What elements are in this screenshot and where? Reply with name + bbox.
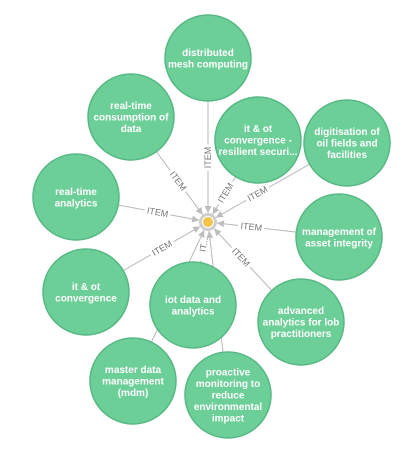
node-circle[interactable] — [32, 153, 120, 241]
node-label-line: it & ot — [72, 282, 101, 293]
arrowhead-icon — [216, 220, 225, 228]
node-circle[interactable] — [214, 96, 302, 184]
hub-dot[interactable] — [202, 216, 214, 228]
node-label-line: reduce — [212, 391, 245, 402]
node-circle[interactable] — [149, 261, 237, 349]
edge-label: ITEM — [143, 204, 172, 221]
edge-label: ITEM — [165, 166, 191, 196]
edge-label: ITEM — [243, 182, 272, 206]
node-label-line: oil fields and — [316, 139, 377, 150]
node-label-line: distributed — [182, 48, 234, 59]
node-circle[interactable] — [184, 351, 272, 439]
node-label-line: impact — [212, 414, 245, 425]
svg-text:ITEM: ITEM — [240, 221, 262, 233]
node-label-line: analytics for lob — [263, 318, 340, 329]
hub-node[interactable] — [199, 213, 217, 231]
node-label-line: consumption of — [94, 113, 170, 124]
arrowhead-icon — [215, 211, 224, 218]
node-label-line: (mdm) — [118, 388, 149, 399]
node-label-line: mesh computing — [168, 59, 248, 70]
svg-text:ITEM: ITEM — [146, 205, 169, 219]
node-label-line: real-time — [110, 101, 152, 112]
node-label-line: convergence - — [224, 136, 292, 147]
arrowhead-icon — [214, 228, 222, 237]
node-label-line: convergence — [55, 293, 117, 304]
node-circle[interactable] — [303, 99, 391, 187]
svg-text:ITEM: ITEM — [203, 147, 213, 169]
node-circle[interactable] — [257, 278, 345, 366]
arrowhead-icon — [191, 215, 200, 223]
node-label-line: proactive — [206, 368, 251, 379]
node-label-line: master data — [105, 365, 162, 376]
node-circle[interactable] — [164, 14, 252, 102]
node-label-line: practitioners — [271, 329, 332, 340]
edge-label: ITEM — [237, 219, 266, 235]
edge-label: ITEM — [202, 144, 214, 171]
arrowhead-icon — [212, 206, 220, 215]
node-label-line: resilient securi... — [219, 147, 298, 158]
node-circle[interactable] — [87, 73, 175, 161]
arrowhead-icon — [195, 207, 203, 215]
arrowhead-icon — [198, 230, 205, 238]
node-label-line: iot data and — [165, 295, 221, 306]
node-label-line: data — [121, 124, 142, 135]
node-label-line: analytics — [55, 198, 98, 209]
node-label-line: advanced — [278, 306, 324, 317]
node-circle[interactable] — [42, 248, 130, 336]
node-label-line: real-time — [55, 187, 97, 198]
edge-label: ITEM — [213, 178, 238, 208]
node-label-line: facilities — [327, 150, 367, 161]
node-label-line: analytics — [172, 306, 215, 317]
node-label-line: it & ot — [244, 124, 273, 135]
node-circle[interactable] — [89, 337, 177, 425]
node-label-line: monitoring to — [196, 379, 260, 390]
node-label-line: management — [102, 377, 164, 388]
node-label-line: environmental — [194, 402, 263, 413]
arrowhead-icon — [192, 226, 201, 233]
svg-text:IT...: IT... — [198, 237, 210, 253]
node-circle[interactable] — [295, 193, 383, 281]
arrowhead-icon — [204, 206, 212, 213]
node-label-line: asset integrity — [305, 238, 373, 249]
arrowhead-icon — [206, 230, 214, 239]
edge-label: ITEM — [147, 236, 177, 261]
node-label-line: digitisation of — [314, 127, 380, 138]
node-label-line: management of — [302, 227, 377, 238]
